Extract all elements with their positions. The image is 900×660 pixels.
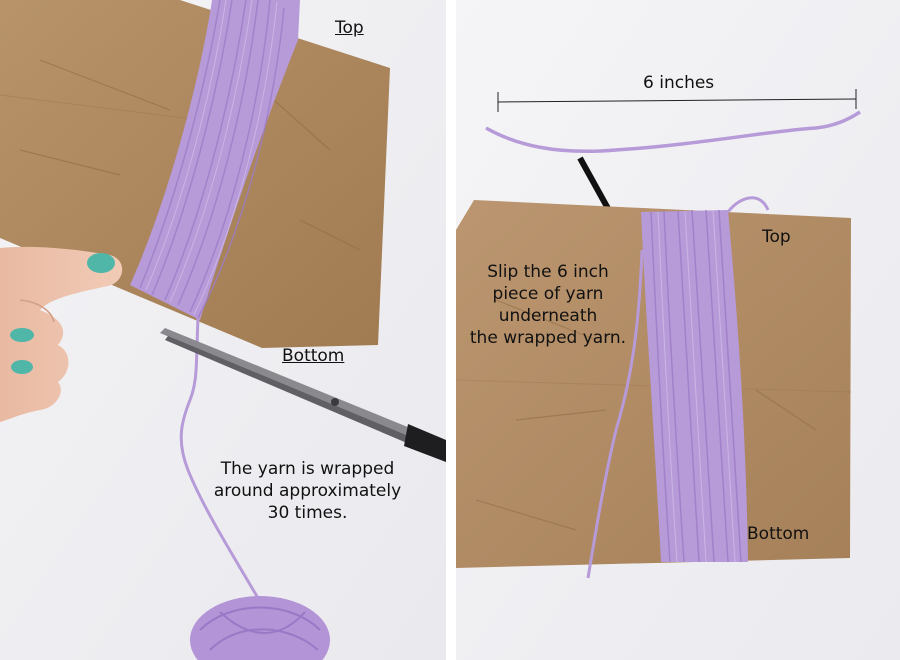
- left-label-top: Top: [335, 18, 364, 38]
- right-photo: [456, 0, 900, 660]
- left-label-bottom: Bottom: [282, 346, 345, 366]
- right-photo-panel: 6 inches Top Bottom Slip the 6 inch piec…: [456, 0, 900, 660]
- left-yarn-wraps: [130, 0, 300, 320]
- left-photo: [0, 0, 446, 660]
- measure-line: [497, 89, 857, 112]
- slipped-yarn-strand: [586, 249, 644, 579]
- measure-label: 6 inches: [643, 73, 715, 93]
- left-scissors: [160, 328, 446, 462]
- left-hand: [0, 246, 123, 422]
- right-label-bottom: Bottom: [747, 524, 810, 544]
- right-label-top: Top: [762, 227, 791, 247]
- left-loose-yarn: [179, 317, 264, 606]
- left-yarn-ball: [190, 596, 330, 660]
- left-photo-panel: Top Bottom The yarn is wrapped around ap…: [0, 0, 446, 660]
- right-yarn-wraps: [641, 196, 770, 563]
- six-inch-yarn: [485, 110, 861, 154]
- left-caption: The yarn is wrapped around approximately…: [213, 459, 402, 523]
- right-caption: Slip the 6 inch piece of yarn underneath…: [469, 262, 627, 348]
